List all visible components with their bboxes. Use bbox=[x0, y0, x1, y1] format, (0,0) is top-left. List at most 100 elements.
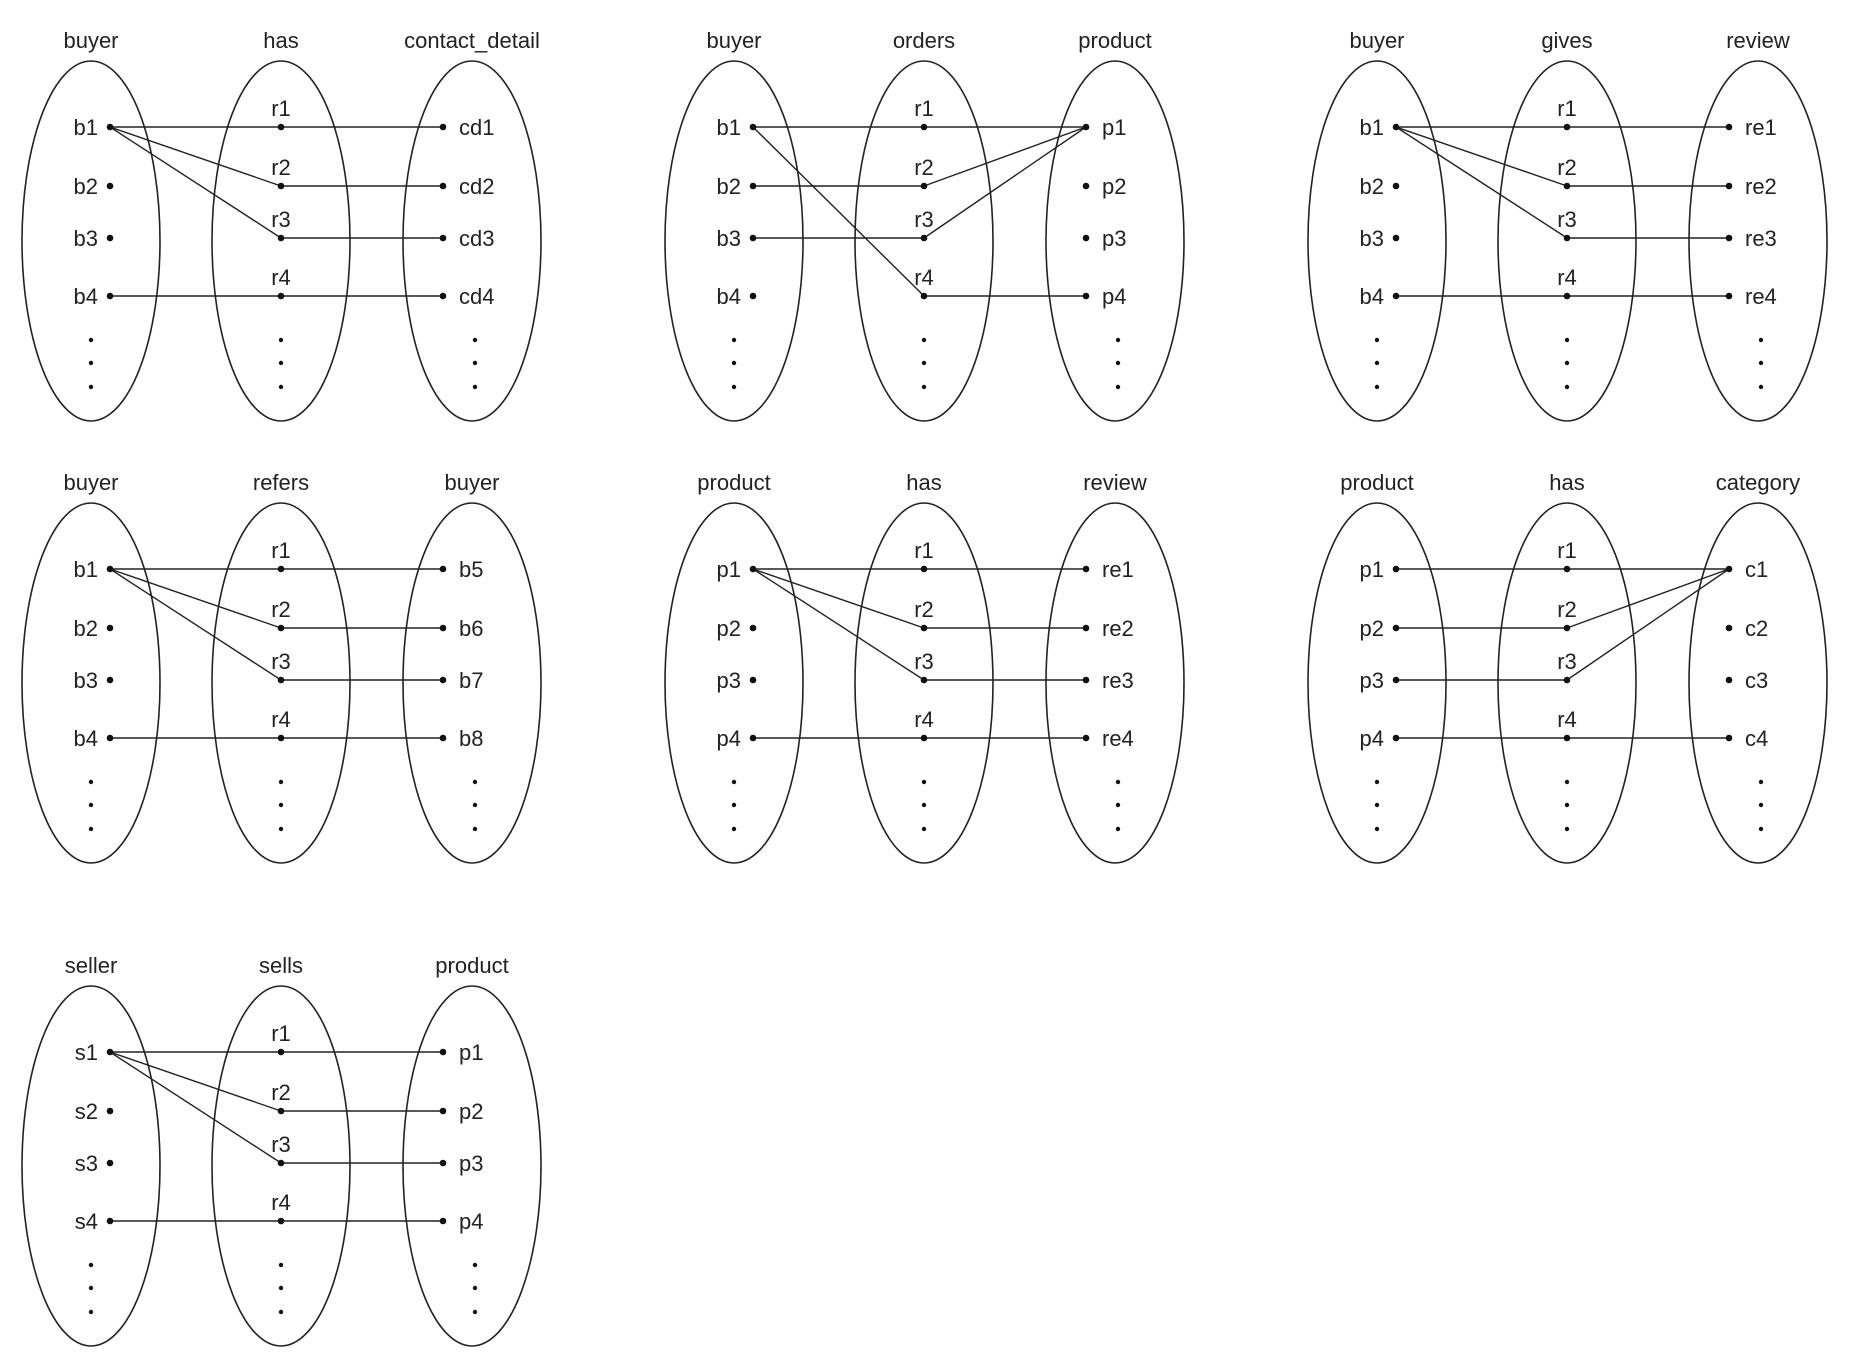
diagram-7-mid-label: r4 bbox=[271, 1190, 291, 1215]
diagram-3-edge-b1-r2 bbox=[1395, 126, 1568, 187]
diagram-2-continuation-dot-2 bbox=[921, 337, 927, 343]
diagram-3-left-label: b3 bbox=[1360, 226, 1384, 251]
diagram-1-right-point bbox=[439, 182, 447, 190]
diagram-5-left-point bbox=[749, 565, 757, 573]
diagram-4-edge-b1-r2 bbox=[109, 568, 282, 629]
diagram-2-mid-point bbox=[920, 292, 928, 300]
diagram-4-mid-label: r3 bbox=[271, 649, 291, 674]
diagram-2-continuation-dot-3 bbox=[1115, 384, 1121, 390]
diagram-1-set-ellipse-2 bbox=[211, 60, 351, 422]
diagram-1-set-ellipse-1 bbox=[21, 60, 161, 422]
diagram-5-right-label: re3 bbox=[1102, 668, 1134, 693]
diagram-1-left-point bbox=[106, 292, 114, 300]
diagram-5-mid-label: r1 bbox=[914, 538, 934, 563]
diagram-2-edge-r3-p1 bbox=[923, 126, 1087, 239]
diagram-6-set-ellipse-2 bbox=[1497, 502, 1637, 864]
diagram-4-left-point bbox=[106, 734, 114, 742]
diagram-4-continuation-dot-1 bbox=[88, 826, 94, 832]
diagram-5-continuation-dot-2 bbox=[921, 826, 927, 832]
diagram-7-left-label: s4 bbox=[75, 1209, 98, 1234]
diagram-7-right-label: p2 bbox=[459, 1099, 483, 1124]
diagram-2-mid-point bbox=[920, 234, 928, 242]
diagram-6-set-ellipse-3 bbox=[1688, 502, 1828, 864]
diagram-4-set-ellipse-2 bbox=[211, 502, 351, 864]
diagram-1-continuation-dot-2 bbox=[278, 384, 284, 390]
diagram-2-right-point bbox=[1082, 123, 1090, 131]
diagram-6-mid-label: r1 bbox=[1557, 538, 1577, 563]
diagram-3-left-label: b2 bbox=[1360, 174, 1384, 199]
diagram-2-left-label: b2 bbox=[717, 174, 741, 199]
diagram-5-mid-point bbox=[920, 624, 928, 632]
diagram-4-right-label: b7 bbox=[459, 668, 483, 693]
diagram-3-continuation-dot-2 bbox=[1564, 360, 1570, 366]
diagram-2-title-1: buyer bbox=[706, 28, 761, 53]
diagram-1-right-label: cd3 bbox=[459, 226, 494, 251]
diagram-3-continuation-dot-3 bbox=[1758, 360, 1764, 366]
diagram-3-title-1: buyer bbox=[1349, 28, 1404, 53]
diagram-7-right-label: p1 bbox=[459, 1040, 483, 1065]
diagram-2-left-label: b3 bbox=[717, 226, 741, 251]
diagram-4-right-label: b8 bbox=[459, 726, 483, 751]
diagram-1-continuation-dot-3 bbox=[472, 384, 478, 390]
diagram-3-right-point bbox=[1725, 123, 1733, 131]
diagram-2-left-point bbox=[749, 123, 757, 131]
diagram-5-continuation-dot-3 bbox=[1115, 779, 1121, 785]
diagram-6-continuation-dot-2 bbox=[1564, 802, 1570, 808]
diagram-1-title-2: has bbox=[263, 28, 298, 53]
diagram-5-right-point bbox=[1082, 624, 1090, 632]
diagram-5-set-ellipse-1 bbox=[664, 502, 804, 864]
diagram-1-left-point bbox=[106, 234, 114, 242]
diagram-3-right-point bbox=[1725, 292, 1733, 300]
diagram-5-continuation-dot-1 bbox=[731, 802, 737, 808]
diagram-4-mid-label: r1 bbox=[271, 538, 291, 563]
diagram-5-right-label: re1 bbox=[1102, 557, 1134, 582]
diagram-7-left-label: s1 bbox=[75, 1040, 98, 1065]
diagram-4-continuation-dot-2 bbox=[278, 779, 284, 785]
diagram-7-continuation-dot-2 bbox=[278, 1262, 284, 1268]
diagram-2-left-point bbox=[749, 292, 757, 300]
diagram-4-left-point bbox=[106, 624, 114, 632]
diagram-5-mid-label: r3 bbox=[914, 649, 934, 674]
diagram-7-continuation-dot-2 bbox=[278, 1309, 284, 1315]
diagram-1-continuation-dot-1 bbox=[88, 384, 94, 390]
diagram-6-edge-r3-c1 bbox=[1566, 568, 1730, 681]
diagram-6-right-label: c2 bbox=[1745, 616, 1768, 641]
diagram-5-set-ellipse-2 bbox=[854, 502, 994, 864]
diagram-4-mid-point bbox=[277, 565, 285, 573]
diagram-2-left-point bbox=[749, 182, 757, 190]
diagram-7-mid-point bbox=[277, 1159, 285, 1167]
diagram-4-title-1: buyer bbox=[63, 470, 118, 495]
diagram-5-edge-p1-r3 bbox=[752, 568, 925, 681]
diagram-2-continuation-dot-2 bbox=[921, 360, 927, 366]
diagram-3-right-label: re3 bbox=[1745, 226, 1777, 251]
diagram-6-mid-label: r3 bbox=[1557, 649, 1577, 674]
diagram-1-mid-point bbox=[277, 182, 285, 190]
diagram-5-left-point bbox=[749, 734, 757, 742]
diagram-2-title-3: product bbox=[1078, 28, 1151, 53]
diagram-6-right-label: c4 bbox=[1745, 726, 1768, 751]
diagram-2-continuation-dot-1 bbox=[731, 384, 737, 390]
diagram-2-set-ellipse-2 bbox=[854, 60, 994, 422]
diagram-2-right-label: p1 bbox=[1102, 115, 1126, 140]
diagram-3-continuation-dot-3 bbox=[1758, 337, 1764, 343]
diagram-6-title-3: category bbox=[1716, 470, 1800, 495]
diagram-2-mid-label: r2 bbox=[914, 155, 934, 180]
diagram-5-left-point bbox=[749, 676, 757, 684]
diagram-1-right-point bbox=[439, 123, 447, 131]
diagram-6-right-point bbox=[1725, 624, 1733, 632]
diagram-6-mid-point bbox=[1563, 734, 1571, 742]
diagram-4-continuation-dot-3 bbox=[472, 779, 478, 785]
diagram-2-right-point bbox=[1082, 182, 1090, 190]
diagram-7-left-point bbox=[106, 1048, 114, 1056]
diagram-6-left-point bbox=[1392, 565, 1400, 573]
diagram-4-continuation-dot-3 bbox=[472, 802, 478, 808]
diagram-3-left-point bbox=[1392, 123, 1400, 131]
diagram-7-right-point bbox=[439, 1048, 447, 1056]
diagram-7-set-ellipse-3 bbox=[402, 985, 542, 1347]
diagram-3-set-ellipse-1 bbox=[1307, 60, 1447, 422]
diagram-2-mid-label: r3 bbox=[914, 207, 934, 232]
diagram-2-left-label: b1 bbox=[717, 115, 741, 140]
diagram-6-continuation-dot-3 bbox=[1758, 802, 1764, 808]
diagram-1-right-label: cd1 bbox=[459, 115, 494, 140]
diagram-7-title-3: product bbox=[435, 953, 508, 978]
